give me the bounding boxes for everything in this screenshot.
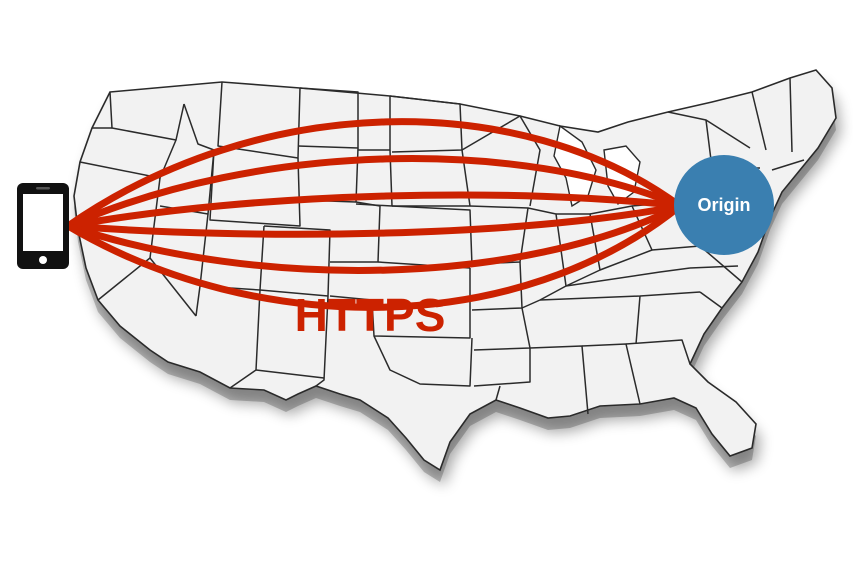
origin-circle (674, 155, 774, 255)
smartphone-icon (17, 183, 69, 269)
https-connection-line (64, 155, 684, 230)
https-connections (64, 118, 684, 311)
origin-label: Origin (698, 195, 751, 215)
https-connection-line (64, 202, 684, 274)
https-connection-line (64, 191, 684, 230)
https-connection-line (64, 202, 684, 311)
state-borders (79, 77, 805, 415)
https-connection-line (64, 118, 684, 230)
protocol-label: HTTPS (295, 289, 446, 341)
origin-server: Origin (674, 155, 774, 255)
https-connection-line (64, 202, 684, 238)
